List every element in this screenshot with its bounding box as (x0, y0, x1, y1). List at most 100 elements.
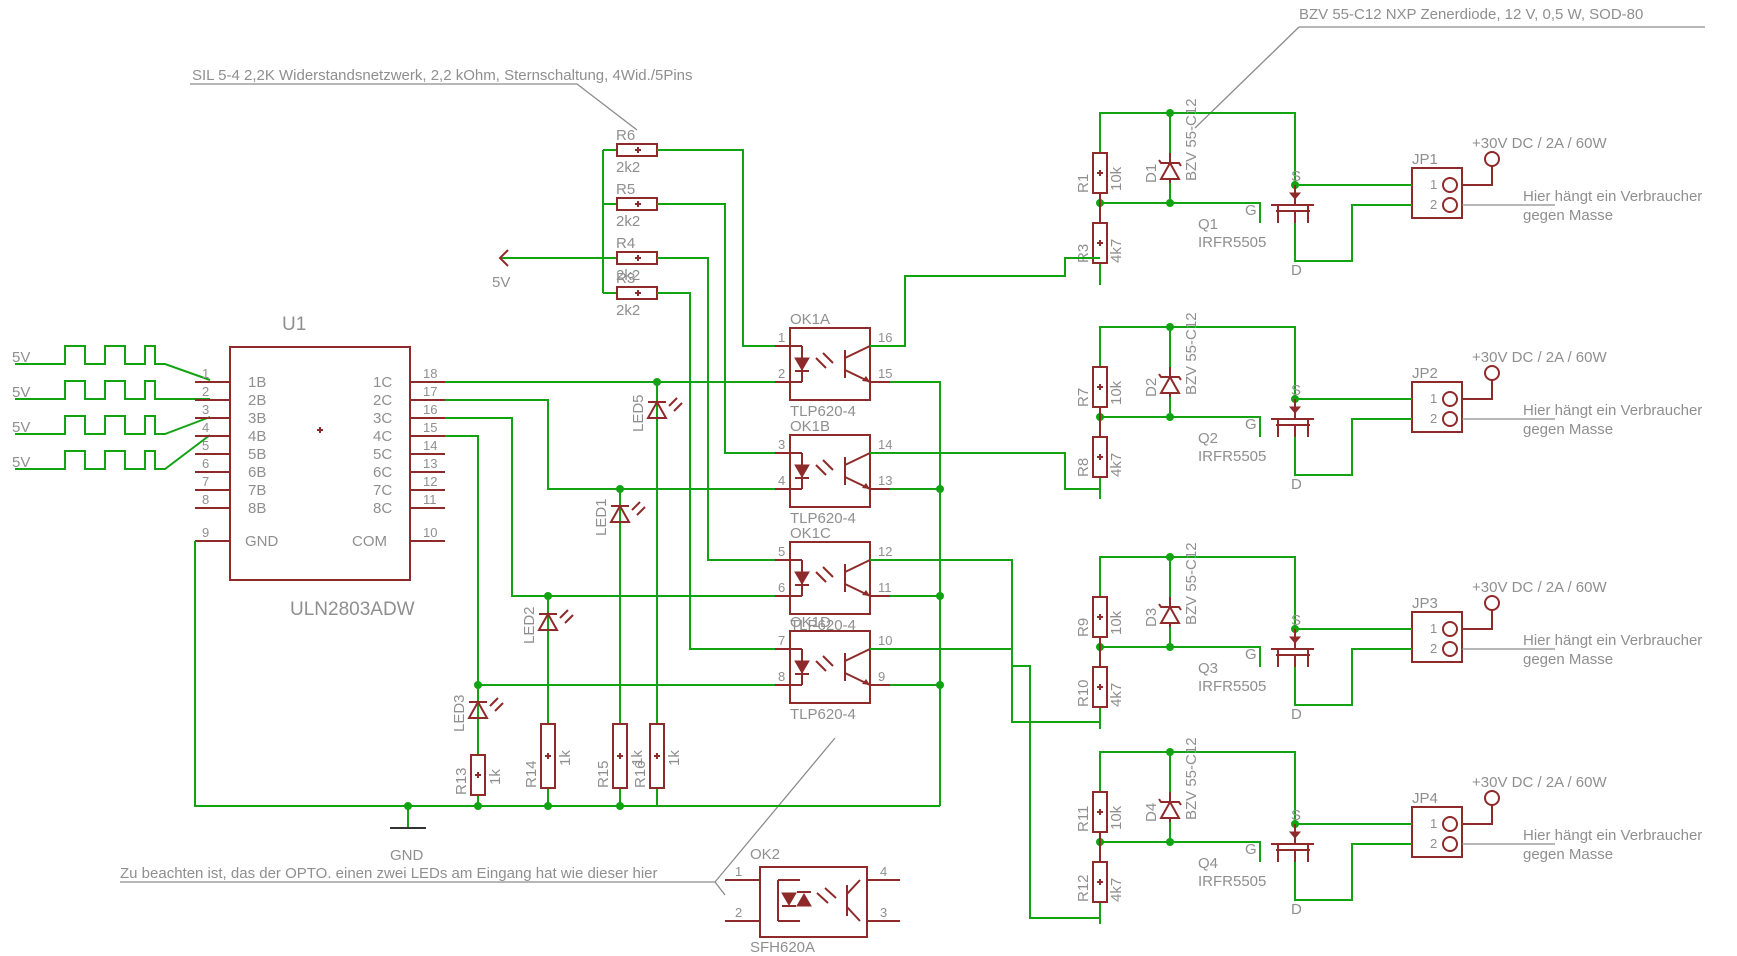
led-label-led3: LED3 (451, 694, 468, 732)
fet-source-pin: S (1291, 382, 1301, 399)
ok2-pin-2: 2 (735, 905, 742, 920)
fet-value-q4: IRFR5505 (1198, 873, 1266, 890)
opto-pin-15: 15 (878, 366, 892, 381)
zener-name-d1: D1 (1143, 164, 1160, 183)
u1-com-label: COM (352, 533, 387, 550)
u1-label-1c: 1C (373, 374, 392, 391)
jumper-name-jp1: JP1 (1412, 151, 1438, 168)
u1-gnd-label: GND (245, 533, 279, 550)
note-sil-text: SIL 5-4 2,2K Widerstandsnetzwerk, 2,2 kO… (192, 67, 693, 84)
jumper-pin-1: 1 (1430, 816, 1437, 831)
led-led5 (646, 399, 668, 419)
jumper-name-jp2: JP2 (1412, 365, 1438, 382)
resistor-name-r14: R14 (523, 760, 540, 788)
wiring-collectors (870, 257, 1100, 919)
junction-dot (1166, 748, 1174, 756)
fet-drain-pin: D (1291, 901, 1302, 918)
junction-dot (1166, 109, 1174, 117)
jumper-pin-1: 1 (1430, 391, 1437, 406)
jumper-name-jp3: JP3 (1412, 595, 1438, 612)
u1-pin-8: 8 (202, 492, 209, 507)
opto-pin-2: 2 (778, 366, 785, 381)
u1-label-7c: 7C (373, 482, 392, 499)
led-label-led2: LED2 (521, 606, 538, 644)
load-label-ch3: Hier hängt ein Verbraucher (1523, 632, 1702, 649)
junction-dot (474, 802, 482, 810)
zener-value-d1: BZV 55-C12 (1183, 98, 1200, 181)
u1-label-6b: 6B (248, 464, 266, 481)
jumper-pin-1: 1 (1430, 621, 1437, 636)
u1-label-5b: 5B (248, 446, 266, 463)
resistor-value-r7: 10k (1108, 380, 1125, 405)
zener-value-d3: BZV 55-C12 (1183, 542, 1200, 625)
junction-dot (1166, 323, 1174, 331)
u1-label-2b: 2B (248, 392, 266, 409)
junction-dot (653, 378, 661, 386)
jumper-jp2 (1411, 381, 1463, 433)
u1-pin-11: 11 (423, 492, 437, 507)
sil-value-r3: 2k2 (616, 302, 640, 319)
opto-led-ok1d (794, 660, 810, 674)
fet-name-q1: Q1 (1198, 216, 1218, 233)
supply-5v: 5V (492, 249, 603, 291)
opto-pin-16: 16 (878, 330, 892, 345)
zener-value-d2: BZV 55-C12 (1183, 312, 1200, 395)
junction-dot (1166, 643, 1174, 651)
jumper-pin-1: 1 (1430, 177, 1437, 192)
resistor-r16 (649, 723, 665, 789)
u1-label-2c: 2C (373, 392, 392, 409)
u1-pin-6: 6 (202, 456, 209, 471)
jumper-pin-2: 2 (1430, 197, 1437, 212)
wiring-left (194, 149, 941, 807)
jumper-pin-2: 2 (1430, 836, 1437, 851)
ok2-pin-1: 1 (735, 864, 742, 879)
resistor-value-r12: 4k7 (1108, 878, 1125, 902)
resistor-r13 (470, 754, 486, 796)
u1-label-3c: 3C (373, 410, 392, 427)
u1-label-6c: 6C (373, 464, 392, 481)
load-sublabel-ch4: gegen Masse (1523, 846, 1613, 863)
load-label-ch2: Hier hängt ein Verbraucher (1523, 402, 1702, 419)
sil-name-r5: R5 (616, 181, 635, 198)
load-sublabel-ch2: gegen Masse (1523, 421, 1613, 438)
fet-source-pin: S (1291, 612, 1301, 629)
u1-label-8c: 8C (373, 500, 392, 517)
resistor-name-r12: R12 (1075, 874, 1092, 902)
u1-name: U1 (282, 314, 306, 335)
resistor-value-r16: 1k (666, 750, 683, 766)
sil-value-r4: 2k2 (616, 267, 640, 284)
fet-gate-pin: G (1245, 416, 1257, 433)
gnd-symbol: GND (390, 806, 426, 864)
fet-value-q3: IRFR5505 (1198, 678, 1266, 695)
resistor-value-r9: 10k (1108, 610, 1125, 635)
junction-dot (474, 681, 482, 689)
opto-pin-7: 7 (778, 633, 785, 648)
ok2-value: SFH620A (750, 939, 815, 956)
load-sublabel-ch3: gegen Masse (1523, 651, 1613, 668)
fet-value-q1: IRFR5505 (1198, 234, 1266, 251)
opto-ok1b (789, 434, 871, 508)
opto-pin-11: 11 (878, 580, 892, 595)
gnd-label: GND (390, 847, 424, 864)
resistor-name-r15: R15 (595, 760, 612, 788)
opto-pin-3: 3 (778, 437, 785, 452)
fet-source-pin: S (1291, 168, 1301, 185)
ok2-pin-4: 4 (880, 864, 887, 879)
opto-value-ok1d: TLP620-4 (790, 706, 856, 723)
opto-pin-8: 8 (778, 669, 785, 684)
junction-dot (936, 485, 944, 493)
fet-drain-pin: D (1291, 476, 1302, 493)
led-led3 (467, 699, 489, 719)
zener-name-d4: D4 (1143, 803, 1160, 822)
junction-dot (1166, 553, 1174, 561)
resistor-name-r10: R10 (1075, 679, 1092, 707)
opto-ok1a (789, 327, 871, 401)
note-zener: BZV 55-C12 NXP Zenerdiode, 12 V, 0,5 W, … (1194, 6, 1705, 129)
note-sil: SIL 5-4 2,2K Widerstandsnetzwerk, 2,2 kO… (190, 67, 693, 131)
u1-gnd-pin: 9 (202, 525, 209, 540)
fet-drain-pin: D (1291, 706, 1302, 723)
junction-dot (1166, 199, 1174, 207)
